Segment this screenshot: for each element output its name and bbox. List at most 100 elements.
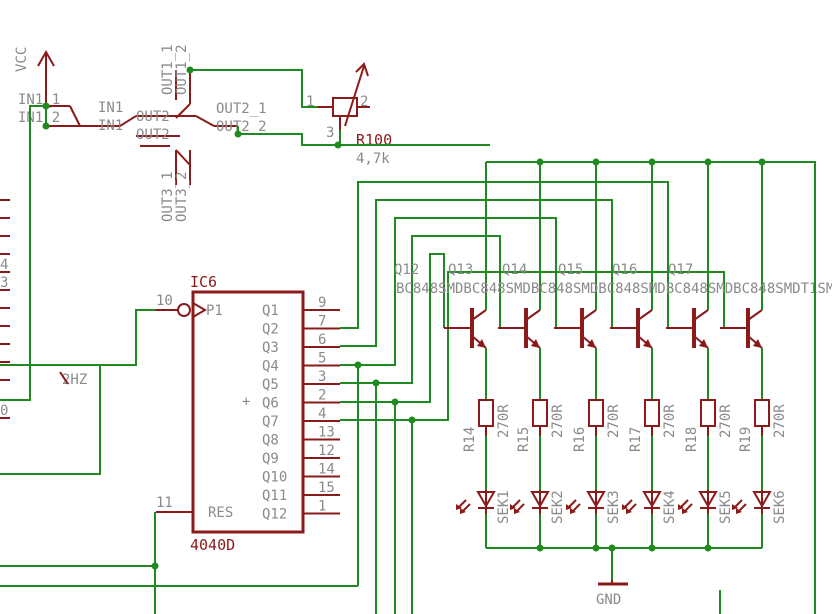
ic6-output-label: Q10 bbox=[262, 470, 287, 486]
in1-a-label: IN1 bbox=[98, 100, 123, 116]
ic6-output-label: Q1 bbox=[262, 303, 279, 319]
in1-2-label: IN1_2 bbox=[18, 110, 60, 126]
led-name: SEK5 bbox=[718, 490, 734, 524]
ic6-clock-pin: 10 bbox=[156, 293, 173, 309]
transistor-labels: Q12 Q13 Q14 Q15 Q16 Q17 bbox=[394, 262, 693, 278]
ic6-reset-pin: 11 bbox=[156, 495, 173, 511]
gnd-label: GND bbox=[596, 592, 621, 608]
in1-b-label: IN1 bbox=[98, 118, 123, 134]
out2-a-label: OUT2 bbox=[136, 109, 170, 125]
npn-transistor bbox=[610, 308, 653, 349]
driver-columns: R14270RSEK1R15270RSEK2R16270RSEK3R17270R… bbox=[444, 162, 788, 548]
ic6-output-pin-number: 5 bbox=[318, 351, 326, 367]
ic6-output-pin-number: 3 bbox=[318, 369, 326, 385]
led: SEK5 bbox=[678, 490, 734, 524]
resistor: R14 270R bbox=[462, 399, 512, 452]
resistor-name: R17 bbox=[628, 427, 644, 452]
ic6-output-pin-number: 13 bbox=[318, 425, 335, 441]
ic6-output-label: Q8 bbox=[262, 433, 279, 449]
npn-transistor bbox=[666, 308, 709, 349]
resistor-name: R19 bbox=[738, 427, 754, 452]
ic6-output-pin-number: 7 bbox=[318, 314, 326, 330]
led-name: SEK6 bbox=[772, 490, 788, 524]
ic6-output-pin-number: 15 bbox=[318, 480, 335, 496]
transistor-name: Q13 bbox=[448, 262, 473, 278]
ic6-output-label: Q12 bbox=[262, 507, 287, 523]
left-pin-a: 4 bbox=[0, 257, 8, 273]
out3-2-label: OUT3_2 bbox=[174, 171, 190, 222]
ic6-output-label: Q9 bbox=[262, 451, 279, 467]
led: SEK4 bbox=[622, 490, 678, 524]
ic6-output-pin-number: 6 bbox=[318, 332, 326, 348]
led-name: SEK2 bbox=[550, 490, 566, 524]
driver-column: R14 270R SEK1 bbox=[444, 162, 512, 548]
transistor-name: Q12 bbox=[394, 262, 419, 278]
trimmer-pin2: 2 bbox=[360, 94, 368, 110]
led: SEK6 bbox=[732, 490, 788, 524]
resistor-name: R15 bbox=[516, 427, 532, 452]
ic6-output-pin-number: 14 bbox=[318, 462, 335, 478]
ic6-output-label: Q7 bbox=[262, 414, 279, 430]
resistor: R17 270R bbox=[628, 399, 678, 452]
led: SEK1 bbox=[456, 490, 512, 524]
transistor-name: Q14 bbox=[502, 262, 527, 278]
vcc-symbol: VCC bbox=[14, 47, 55, 106]
resistor-value: 270R bbox=[772, 404, 788, 438]
resistor-name: R14 bbox=[462, 427, 478, 452]
top-wiring bbox=[0, 66, 490, 401]
ic6-output-pin-number: 1 bbox=[318, 499, 326, 515]
ground-rail: GND bbox=[486, 544, 762, 614]
ic6-output-pin-number: 2 bbox=[318, 388, 326, 404]
vcc-label: VCC bbox=[14, 47, 30, 72]
collector-rail bbox=[486, 158, 816, 614]
trimmer-r100: 1 2 3 R100 4,7k bbox=[306, 62, 392, 167]
ic6-output-pin-number: 9 bbox=[318, 295, 326, 311]
left-pin-b: 3 bbox=[0, 275, 8, 291]
out2-1-label: OUT2_1 bbox=[216, 101, 267, 117]
out1-2-label: OUT1_2 bbox=[174, 44, 190, 95]
transistor-name: Q17 bbox=[668, 262, 693, 278]
clock-net-label: 2HZ bbox=[62, 372, 87, 388]
npn-transistor bbox=[444, 308, 487, 349]
resistor-value: 270R bbox=[718, 404, 734, 438]
left-edge-fragments: 4 3 0 2HZ bbox=[0, 199, 156, 567]
resistor-value: 270R bbox=[662, 404, 678, 438]
ic6-reset-label: RES bbox=[208, 505, 233, 521]
driver-column: R17 270R SEK4 bbox=[610, 162, 678, 548]
transistor-name: Q15 bbox=[558, 262, 583, 278]
ic6-output-pin-number: 12 bbox=[318, 443, 335, 459]
out2-2-label: OUT2_2 bbox=[216, 119, 267, 135]
ic6-output-label: Q2 bbox=[262, 322, 279, 338]
ic6-output-label: Q11 bbox=[262, 488, 287, 504]
out1-1-label: OUT1_1 bbox=[160, 44, 176, 95]
ic6-part: 4040D bbox=[190, 536, 235, 554]
led-name: SEK3 bbox=[606, 490, 622, 524]
trimmer-pin1: 1 bbox=[306, 94, 314, 110]
ic6-output-label: Q6 bbox=[262, 396, 279, 412]
resistor-value: 270R bbox=[550, 404, 566, 438]
led: SEK2 bbox=[510, 490, 566, 524]
resistor-value: 270R bbox=[496, 404, 512, 438]
led-name: SEK4 bbox=[662, 490, 678, 524]
trimmer-name: R100 bbox=[356, 131, 392, 149]
out3-1-label: OUT3_1 bbox=[160, 171, 176, 222]
trimmer-pin3: 3 bbox=[326, 125, 334, 141]
ic6-output-label: Q5 bbox=[262, 377, 279, 393]
out2-b-label: OUT2 bbox=[136, 127, 170, 143]
left-pin-c: 0 bbox=[0, 403, 8, 419]
ic6-output-label: Q3 bbox=[262, 340, 279, 356]
in1-1-label: IN1_1 bbox=[18, 92, 60, 108]
transistor-name: Q16 bbox=[612, 262, 637, 278]
ic6-origin-mark: + bbox=[242, 394, 250, 410]
led: SEK3 bbox=[566, 490, 622, 524]
